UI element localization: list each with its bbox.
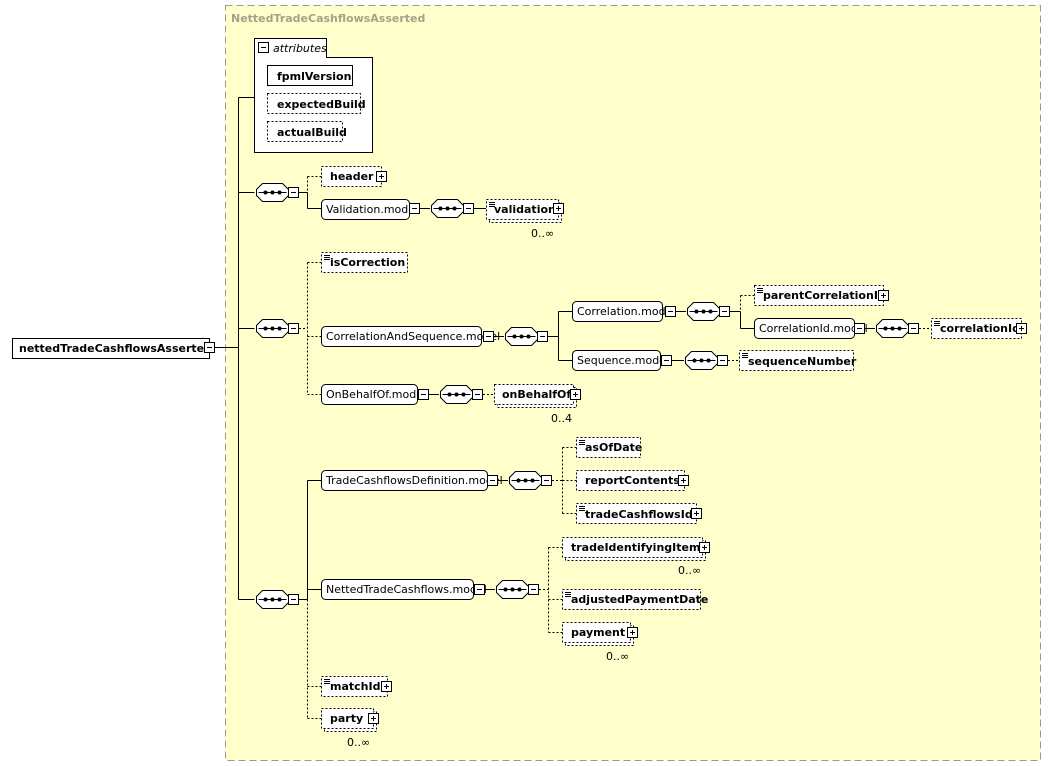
element-parentCorrelationId[interactable]: parentCorrelationId bbox=[763, 289, 886, 302]
attributes-label: attributes bbox=[273, 42, 327, 55]
onBehalfOf-occurrence: 0..4 bbox=[551, 412, 572, 425]
group-trade-cashflows-definition-model[interactable]: TradeCashflowsDefinition.model bbox=[325, 474, 503, 487]
root-connectors bbox=[215, 97, 255, 600]
element-reportContents[interactable]: reportContents bbox=[585, 474, 680, 487]
element-correlationId[interactable]: correlationId bbox=[940, 322, 1020, 335]
payment-occurrence: 0..∞ bbox=[606, 650, 629, 663]
element-header[interactable]: header bbox=[330, 170, 374, 183]
sequence-2 bbox=[256, 262, 322, 395]
element-validation[interactable]: validation bbox=[494, 203, 556, 216]
group-correlationId-model[interactable]: CorrelationId.model bbox=[759, 322, 868, 335]
type-title: NettedTradeCashflowsAsserted bbox=[231, 12, 425, 25]
element-onBehalfOf[interactable]: onBehalfOf bbox=[502, 388, 571, 401]
sequence-3 bbox=[256, 480, 322, 719]
root-element[interactable]: nettedTradeCashflowsAsserted bbox=[19, 342, 212, 355]
element-matchId[interactable]: matchId bbox=[330, 680, 380, 693]
attribute-fpmlVersion[interactable]: fpmlVersion bbox=[277, 70, 351, 83]
group-sequence-model[interactable]: Sequence.model bbox=[577, 354, 669, 367]
element-sequenceNumber[interactable]: sequenceNumber bbox=[748, 355, 857, 368]
sequence-1 bbox=[256, 176, 322, 209]
group-onBehalfOf-model[interactable]: OnBehalfOf.model bbox=[326, 388, 426, 401]
party-occurrence: 0..∞ bbox=[347, 736, 370, 749]
group-correlation-model[interactable]: Correlation.model bbox=[577, 305, 675, 318]
element-tradeCashflowsId[interactable]: tradeCashflowsId bbox=[585, 508, 693, 521]
element-adjustedPaymentDate[interactable]: adjustedPaymentDate bbox=[571, 593, 708, 606]
element-asOfDate[interactable]: asOfDate bbox=[585, 441, 642, 454]
group-correlation-and-sequence-model[interactable]: CorrelationAndSequence.model bbox=[326, 330, 500, 343]
element-party[interactable]: party bbox=[330, 712, 363, 725]
element-tradeIdentifyingItems[interactable]: tradeIdentifyingItems bbox=[571, 541, 707, 554]
validation-occurrence: 0..∞ bbox=[531, 227, 554, 240]
element-payment[interactable]: payment bbox=[571, 626, 625, 639]
element-isCorrection[interactable]: isCorrection bbox=[330, 256, 405, 269]
group-validation-model[interactable]: Validation.model bbox=[326, 203, 418, 216]
tradeIdentifyingItems-occurrence: 0..∞ bbox=[678, 564, 701, 577]
attributes-group: attributes fpmlVersion expectedBuild act… bbox=[254, 38, 373, 153]
attribute-expectedBuild[interactable]: expectedBuild bbox=[277, 98, 366, 111]
attribute-actualBuild[interactable]: actualBuild bbox=[277, 126, 347, 139]
group-netted-trade-cashflows-model[interactable]: NettedTradeCashflows.model bbox=[326, 583, 487, 596]
